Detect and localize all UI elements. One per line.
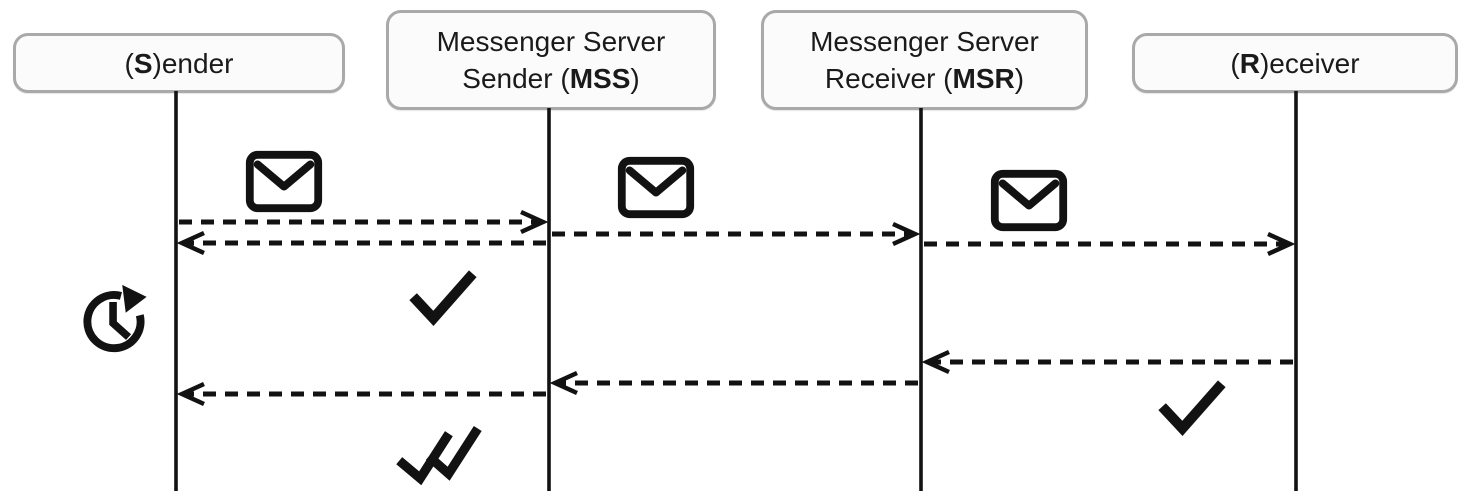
- check-icon: [417, 278, 470, 319]
- arrowhead-right-mss-to-msr-message: [892, 221, 921, 247]
- envelope-icon: [250, 155, 318, 208]
- envelope-icon: [995, 174, 1063, 227]
- arrowhead-left-receiver-to-msr-ack: [921, 349, 950, 375]
- actor-label: (R)eceiver: [1230, 47, 1360, 79]
- arrowhead-right-msr-to-receiver-message: [1267, 231, 1296, 257]
- actor-label: Messenger Server: [436, 26, 666, 57]
- actor-box-receiver: (R)eceiver: [1132, 33, 1458, 93]
- actor-label: Receiver (MSR): [824, 63, 1025, 94]
- actor-box-messenger-server-sender: Messenger Server Sender (MSS): [386, 10, 716, 110]
- envelope-icon: [622, 161, 690, 214]
- arrowhead-left-msr-to-mss-delivery-ack: [549, 370, 578, 396]
- arrowhead-right-sender-to-mss-message: [520, 209, 549, 235]
- double-check-icon: [400, 432, 481, 480]
- actor-label: (S)ender: [124, 47, 234, 79]
- actor-label: Sender (MSS): [462, 63, 640, 94]
- arrowhead-left-mss-to-sender-sent-ack: [176, 230, 205, 256]
- actor-label: Messenger Server: [810, 26, 1039, 57]
- arrowhead-left-mss-to-sender-delivery-ack: [176, 381, 205, 407]
- actor-box-sender: (S)ender: [13, 33, 345, 93]
- pending-clock-icon: [87, 285, 146, 348]
- actor-box-messenger-server-receiver: Messenger Server Receiver (MSR): [761, 10, 1088, 110]
- check-icon: [1166, 388, 1219, 429]
